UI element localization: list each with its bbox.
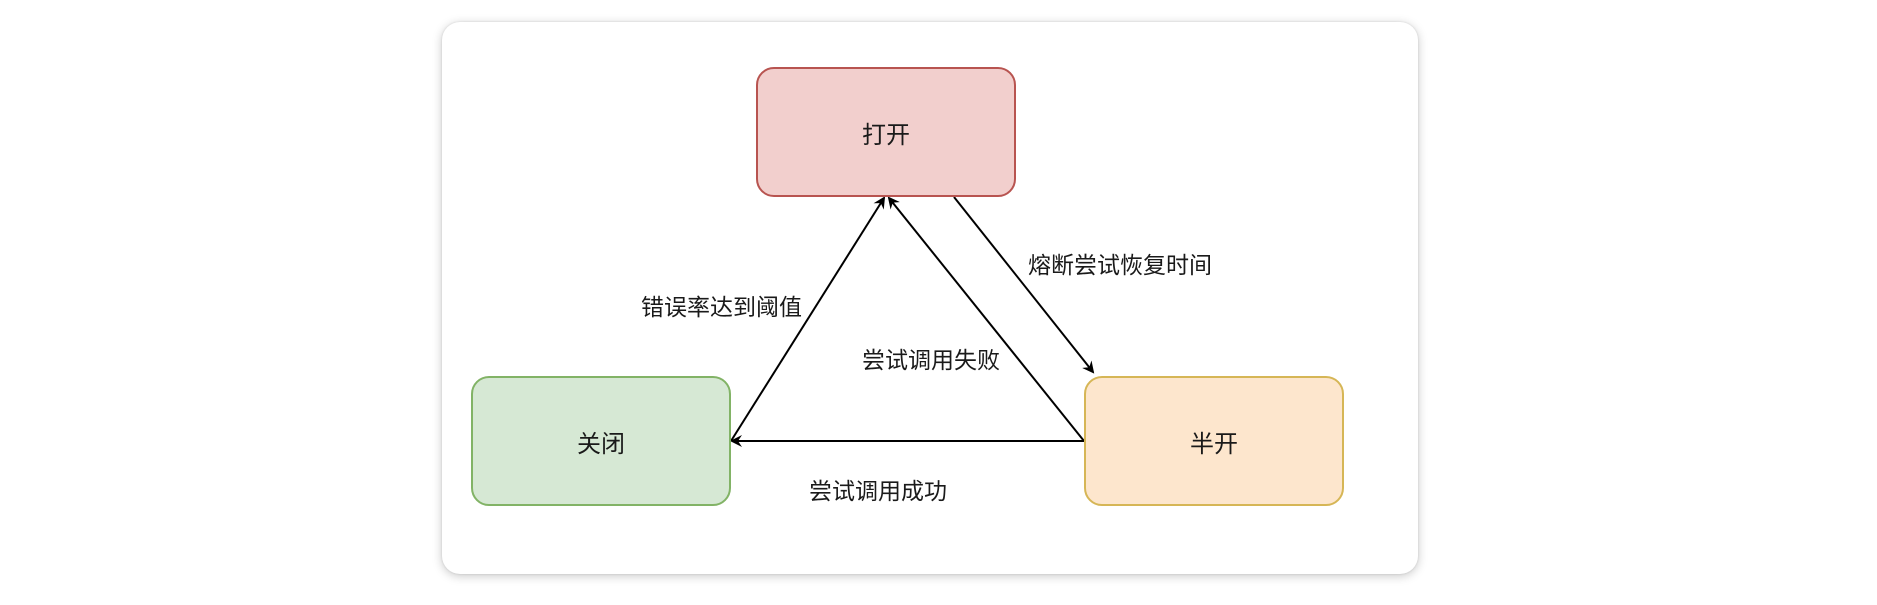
state-closed-label: 关闭 (577, 429, 625, 458)
state-half-open-label: 半开 (1190, 429, 1238, 458)
state-half-open-node: 半开 (1084, 376, 1344, 506)
edge-label-recovery-time: 熔断尝试恢复时间 (1028, 253, 1212, 279)
edge-half-to-open (887, 196, 1085, 442)
edge-label-error-threshold: 错误率达到阈值 (641, 295, 802, 321)
state-open-node: 打开 (756, 67, 1016, 197)
edge-open-to-half (953, 196, 1095, 374)
edge-label-call-succeeded: 尝试调用成功 (809, 479, 947, 505)
edge-label-call-failed: 尝试调用失败 (862, 348, 1000, 374)
edge-closed-to-open (730, 196, 886, 442)
state-open-label: 打开 (862, 120, 910, 149)
state-closed-node: 关闭 (471, 376, 731, 506)
